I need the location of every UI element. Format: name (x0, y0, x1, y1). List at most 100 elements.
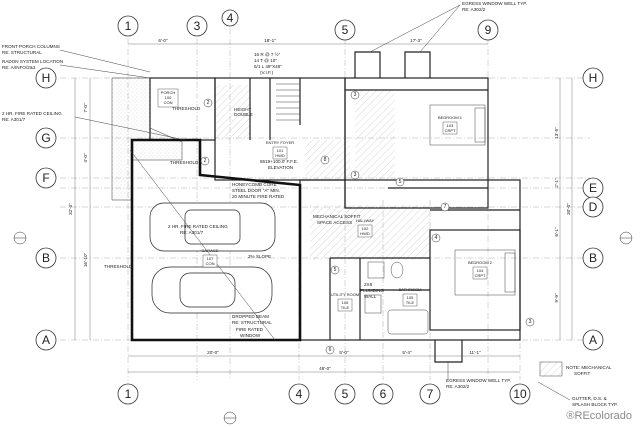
svg-text:5: 5 (342, 387, 349, 401)
svg-text:5: 5 (399, 179, 402, 185)
callout-plumbing-3: WALL (364, 294, 377, 299)
callout-threshold-1: THRESHOLD (172, 106, 201, 111)
grid-col-10-bottom: 10 (509, 383, 531, 405)
room-num: 107 (207, 256, 214, 261)
room-name: HALLWAY (356, 218, 375, 223)
grid-col-1-top: 1 (117, 15, 139, 37)
room-tag-bedroom-2: BEDROOM 2 104 CRPT (468, 260, 493, 280)
svg-text:3: 3 (354, 172, 357, 178)
callout-rated-ceiling-garage: 2 HR. FIRE RATED CEILING (168, 224, 228, 229)
dim-left-total: 32'-0" (68, 203, 73, 215)
room-name: UTILITY ROOM (331, 292, 359, 297)
legend-note-2: SOFFIT (574, 371, 591, 376)
room-name: ENTRY FOYER (266, 140, 294, 145)
dim-right-c: 6'-1" (554, 227, 559, 237)
marker-8: 8 (320, 155, 330, 165)
section-markers (13, 231, 633, 425)
callout-egress-top: EGRESS WINDOW WELL TYP. (462, 1, 527, 6)
callout-egress-top-ref: RE: A302/2 (462, 7, 486, 12)
svg-text:H: H (589, 71, 598, 85)
svg-text:3: 3 (354, 92, 357, 98)
callout-gutter: GUTTER, D.S. & (572, 396, 607, 401)
grid-bubbles-right: H E D B A (582, 67, 604, 351)
room-num: 100 (165, 95, 172, 100)
room-name: BATHROOM (399, 287, 422, 292)
interior-walls (249, 78, 520, 340)
room-num: 101 (277, 148, 284, 153)
marker-3c: 3 (525, 317, 535, 327)
grid-col-7-bottom: 7 (419, 383, 441, 405)
grid-row-H-left: H (35, 67, 57, 89)
svg-text:5: 5 (334, 267, 337, 273)
callout-threshold-2: THRESHOLD (170, 160, 199, 165)
dim-top-left: 6'-0" (158, 38, 168, 43)
svg-text:E: E (589, 181, 597, 195)
callout-front-porch: FRONT PORCH COLUMNS (2, 44, 60, 49)
room-floor: TILE (406, 300, 415, 305)
svg-text:7: 7 (427, 387, 434, 401)
svg-text:1: 1 (125, 19, 132, 33)
callout-entry-elev-1: 8619+100.0' F.F.E. (260, 159, 298, 164)
svg-text:D: D (589, 200, 598, 214)
dim-left-upper: 7'-0" (83, 103, 88, 113)
room-name: BEDROOM 1 (438, 115, 463, 120)
callout-gutter-2: SPLASH BLOCK TYP. (572, 402, 618, 407)
marker-3: 3 (350, 90, 360, 100)
legend-hatch-swatch (539, 361, 563, 377)
room-name: GARAGE (201, 248, 218, 253)
room-tag-bedroom-1: BEDROOM 1 103 CRPT (438, 115, 463, 135)
room-num: 102 (362, 226, 369, 231)
callout-rated-ceiling-ref: RE: A301/7 (2, 117, 26, 122)
svg-text:1: 1 (125, 387, 132, 401)
callout-stair-treads: 14 T @ 10" (254, 58, 277, 63)
svg-text:5: 5 (342, 23, 349, 37)
svg-text:A: A (42, 333, 50, 347)
callout-honeycomb: HONEYCOMB CORE (232, 182, 277, 187)
callout-threshold-3: THRESHOLD (104, 264, 133, 269)
bedroom-furniture (429, 104, 516, 296)
room-floor: HWD (360, 231, 370, 236)
svg-text:4: 4 (296, 387, 303, 401)
svg-text:4: 4 (435, 235, 438, 241)
callout-radon-ref: RE: A/INFO/2&3 (2, 65, 36, 70)
svg-text:H: H (42, 71, 51, 85)
room-floor: CRPT (475, 273, 486, 278)
grid-row-B-left: B (35, 247, 57, 269)
grid-col-6-bottom: 6 (372, 383, 394, 405)
grid-col-1-bottom: 1 (117, 383, 139, 405)
dimensions: 6'-0" 18'-1" 17'-3" 32'-0" 7'-0" 4'-0" 1… (68, 38, 573, 373)
svg-text:F: F (42, 171, 49, 185)
garage-cars (129, 149, 276, 341)
marker-5: 5 (395, 177, 405, 187)
callout-egress-bottom: EGRESS WINDOW WELL TYP. (446, 378, 511, 383)
detail-markers: 2 2 3 3 3 4 5 5 6 7 8 (200, 90, 535, 355)
room-num: 105 (407, 295, 414, 300)
grid-row-B-right: B (582, 247, 604, 269)
grid-col-5-bottom: 5 (334, 383, 356, 405)
dim-right-b: 2'-1" (554, 178, 559, 188)
grid-row-A-right: A (582, 329, 604, 351)
room-num: 103 (447, 123, 454, 128)
grid-col-9-top: 9 (477, 19, 499, 41)
dim-left-lower: 16'-10" (83, 253, 88, 268)
callout-radon: RADON SYSTEM LOCATION (2, 59, 63, 64)
callout-dropped-beam: DROPPED BEAM (232, 314, 269, 319)
callout-double: DOUBLE (234, 112, 253, 117)
grid-col-5-top: 5 (334, 19, 356, 41)
callout-front-porch-ref: RE: STRUCTURAL (2, 50, 42, 55)
watermark: ®REcolorado (566, 410, 632, 422)
room-tag-porch: PORCH 100 CON (157, 88, 179, 108)
grid-bubbles-bottom: 1 4 5 6 7 10 (117, 383, 531, 405)
svg-text:2: 2 (204, 158, 207, 164)
callout-fire-window-2: WINDOW (240, 333, 261, 338)
grid-col-4-top: 4 (221, 9, 239, 27)
callout-mech-soffit: MECHANICAL SOFFIT (313, 214, 361, 219)
egress-window-wells (354, 51, 463, 363)
dim-bottom-mid: 5'-0" (339, 350, 349, 355)
grid-bubbles-top: 1 3 4 5 9 (117, 9, 499, 41)
dim-bottom-right: 11'-1" (469, 350, 481, 355)
svg-text:4: 4 (227, 11, 234, 25)
room-num: 104 (477, 268, 484, 273)
svg-text:6: 6 (329, 347, 332, 353)
